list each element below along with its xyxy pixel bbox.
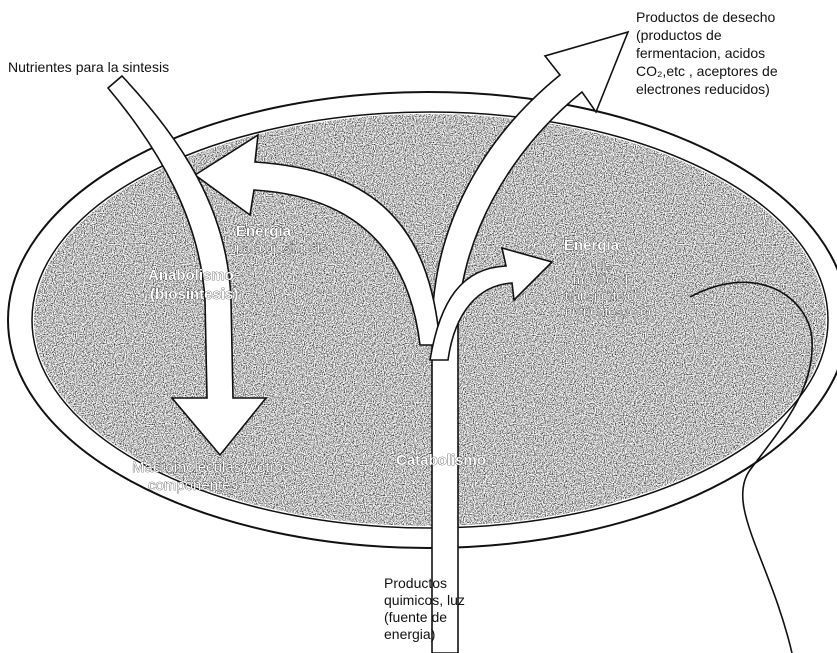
waste-line-3: fermentacion, acidos: [636, 45, 765, 61]
energy-right-label: Energia: [564, 237, 620, 254]
biosynthesis-label: (biosintesis): [150, 286, 238, 303]
energy-right-sub-3: transporte de: [565, 288, 642, 303]
waste-line-2: (productos de: [636, 27, 722, 43]
nutrients-label: Nutrientes para la sintesis: [8, 59, 169, 75]
energy-left-label: Energia: [236, 223, 292, 240]
energy-left-sub-label: para biosintesis: [236, 240, 327, 255]
chem-line-3: (fuente de: [384, 609, 447, 625]
chem-line-2: quimicos, luz: [384, 592, 465, 608]
energy-right-sub-2: movilidad: [573, 272, 628, 287]
waste-line-1: Productos de desecho: [636, 9, 776, 25]
waste-products-label: Productos de desecho (productos de ferme…: [636, 9, 778, 97]
chem-line-4: energia): [384, 626, 435, 642]
chem-line-1: Productos: [384, 575, 447, 591]
waste-line-5: electrones reducidos): [636, 81, 770, 97]
energy-right-sub-1: (p.ej.,: [580, 256, 613, 271]
components-label: componentes: [148, 477, 238, 494]
catabolism-label: Catabolismo: [396, 452, 486, 469]
energy-right-sub-4: nutrientes, etc): [565, 304, 651, 319]
anabolism-label: Anabolismo: [148, 267, 234, 284]
macromolecules-label: Macromoleculas y otros: [132, 459, 290, 476]
waste-line-4: CO₂,etc , aceptores de: [636, 63, 778, 79]
